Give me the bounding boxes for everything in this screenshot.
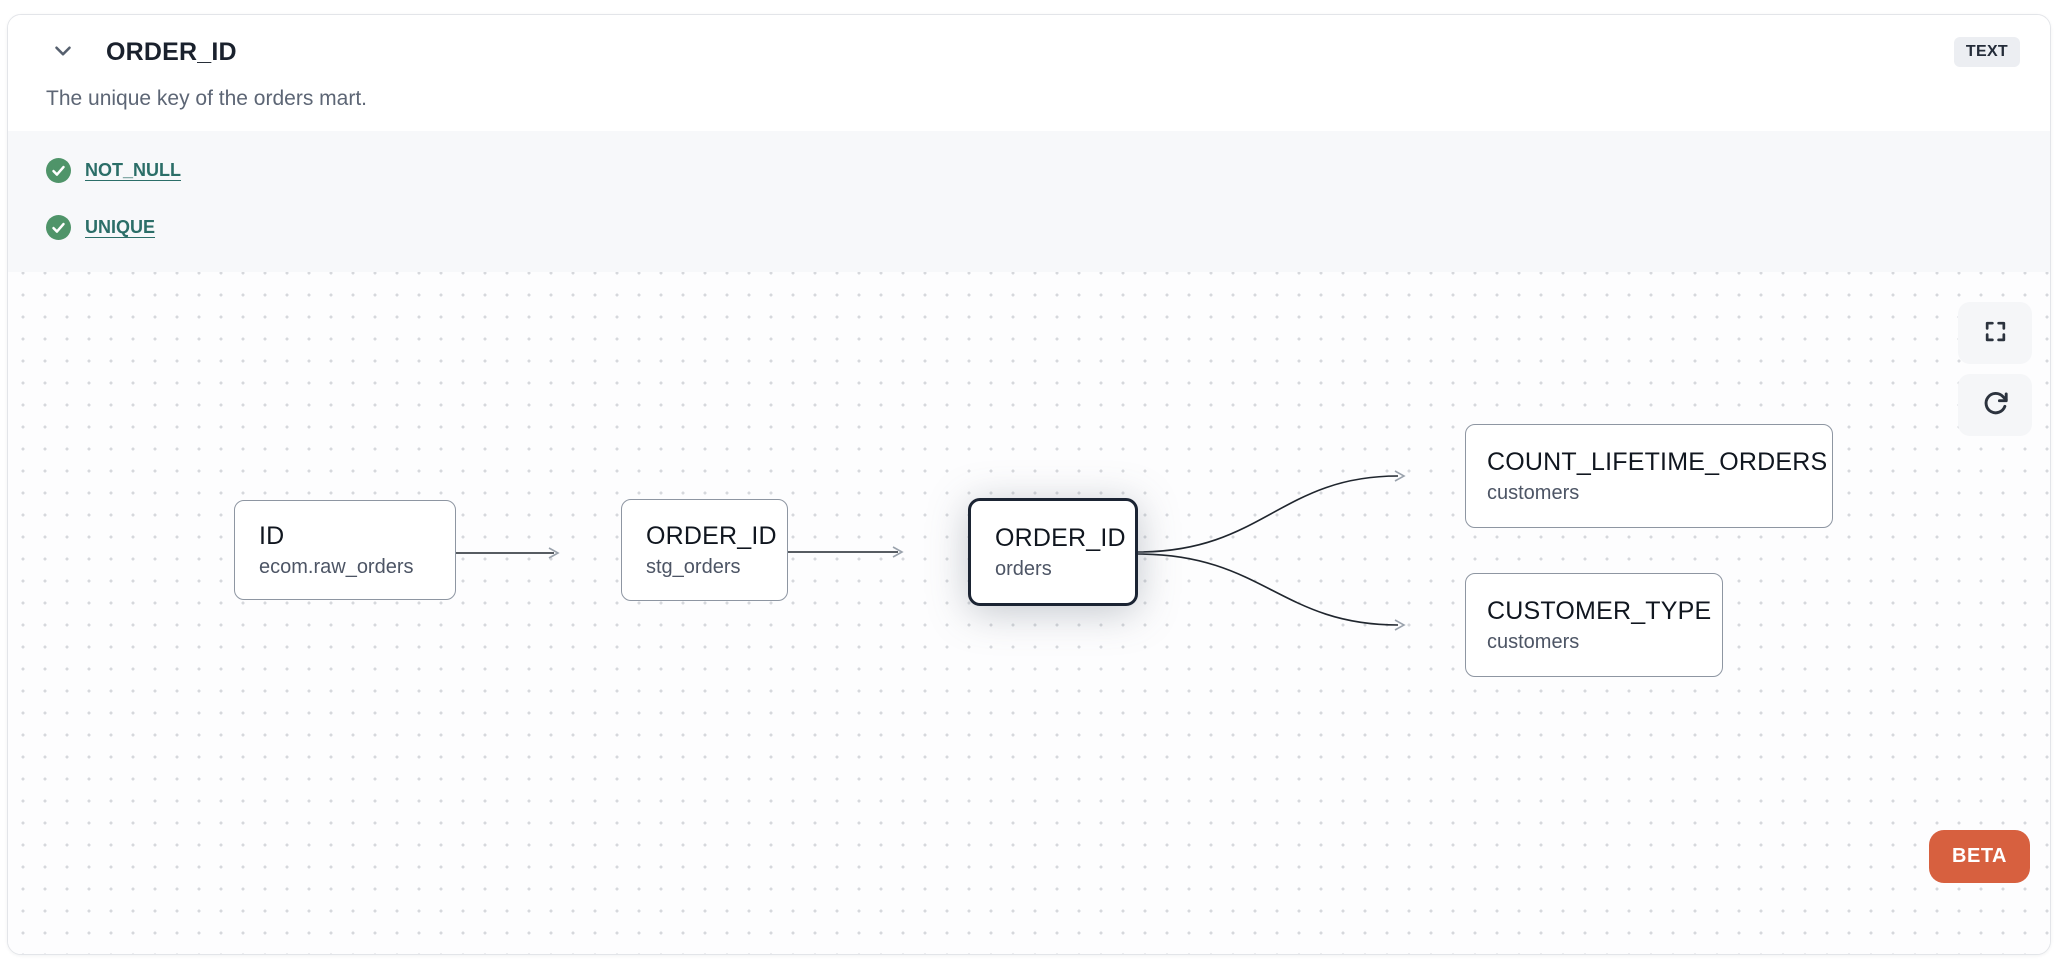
lineage-node-source-id[interactable]: SRC ID ecom.raw_orders xyxy=(179,500,456,600)
test-link-not-null[interactable]: NOT_NULL xyxy=(85,159,181,180)
node-title: ID xyxy=(259,521,285,550)
node-title: COUNT_LIFETIME_ORDERS xyxy=(1487,447,1828,476)
beta-badge[interactable]: BETA xyxy=(1929,830,2030,883)
check-circle-icon xyxy=(46,157,71,183)
collapse-button[interactable] xyxy=(48,37,78,67)
lineage-node-count-lifetime-orders[interactable]: MDL COUNT_LIFETIME_ORDERS customers xyxy=(1410,424,1833,528)
lineage-node-stg-orders[interactable]: MDL ORDER_ID stg_orders xyxy=(566,499,788,601)
lineage-node-orders-selected[interactable]: MDL ORDER_ID orders xyxy=(913,498,1138,606)
node-subtitle: customers xyxy=(1487,630,1580,653)
refresh-button[interactable] xyxy=(1958,374,2032,436)
column-description: The unique key of the orders mart. xyxy=(46,87,367,110)
tests-section: NOT_NULL UNIQUE xyxy=(8,131,2050,272)
test-row: NOT_NULL xyxy=(46,157,2050,183)
header: ORDER_ID TEXT The unique key of the orde… xyxy=(8,15,2050,131)
node-subtitle: orders xyxy=(995,557,1052,580)
check-circle-icon xyxy=(46,214,71,240)
column-type-badge: TEXT xyxy=(1953,37,2020,67)
page-title: ORDER_ID xyxy=(106,37,237,66)
column-detail-card: ORDER_ID TEXT The unique key of the orde… xyxy=(7,14,2051,955)
node-title: CUSTOMER_TYPE xyxy=(1487,596,1712,625)
node-subtitle: customers xyxy=(1487,481,1580,504)
test-row: UNIQUE xyxy=(46,214,2050,240)
lineage-node-customer-type[interactable]: MDL CUSTOMER_TYPE customers xyxy=(1410,573,1723,677)
refresh-icon xyxy=(1982,390,2009,420)
fullscreen-button[interactable] xyxy=(1958,302,2032,364)
test-link-unique[interactable]: UNIQUE xyxy=(85,216,156,237)
lineage-canvas[interactable]: SRC ID ecom.raw_orders MDL ORDER_ID stg_… xyxy=(8,272,2050,954)
fullscreen-icon xyxy=(1983,319,2008,347)
node-subtitle: ecom.raw_orders xyxy=(259,555,414,578)
node-title: ORDER_ID xyxy=(646,521,777,550)
node-subtitle: stg_orders xyxy=(646,555,741,578)
node-title: ORDER_ID xyxy=(995,523,1126,552)
chevron-down-icon xyxy=(50,38,76,67)
lineage-edges xyxy=(456,470,1406,631)
